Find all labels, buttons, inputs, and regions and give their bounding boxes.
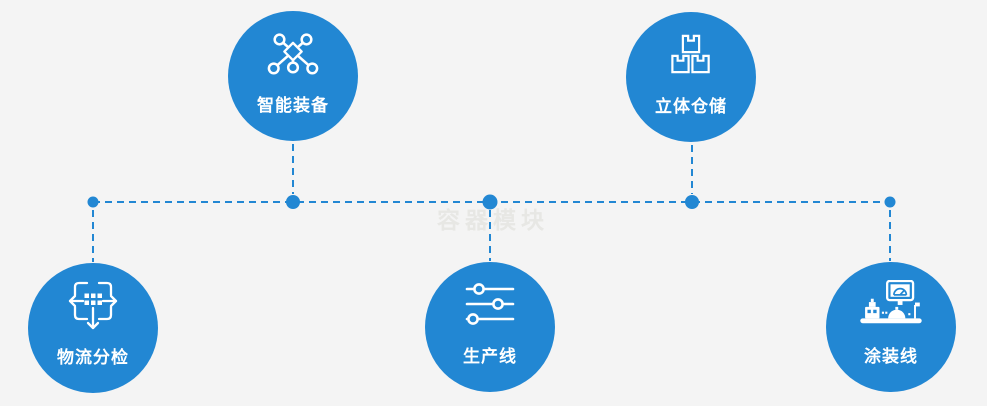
sorting-arrows-icon <box>67 280 119 330</box>
node-label: 物流分检 <box>57 348 129 367</box>
node-label: 智能装备 <box>257 96 329 115</box>
junction-dot <box>87 196 99 208</box>
junction-dot <box>286 195 300 209</box>
node-label: 生产线 <box>463 347 517 366</box>
node-intelligent-equipment: 智能装备 <box>228 11 358 141</box>
network-nodes-icon <box>266 28 320 78</box>
node-label: 涂装线 <box>864 347 918 366</box>
control-station-icon <box>859 279 923 329</box>
node-painting-line: 涂装线 <box>826 262 956 392</box>
sliders-icon <box>465 279 515 329</box>
junction-dot <box>884 196 896 208</box>
junction-dot <box>685 195 699 209</box>
node-logistics-sorting: 物流分检 <box>28 263 158 393</box>
node-stereoscopic-warehouse: 立体仓储 <box>626 12 756 142</box>
junction-dot <box>482 194 498 210</box>
stacked-boxes-icon <box>670 29 712 79</box>
node-production-line: 生产线 <box>425 262 555 392</box>
node-label: 立体仓储 <box>655 97 727 116</box>
